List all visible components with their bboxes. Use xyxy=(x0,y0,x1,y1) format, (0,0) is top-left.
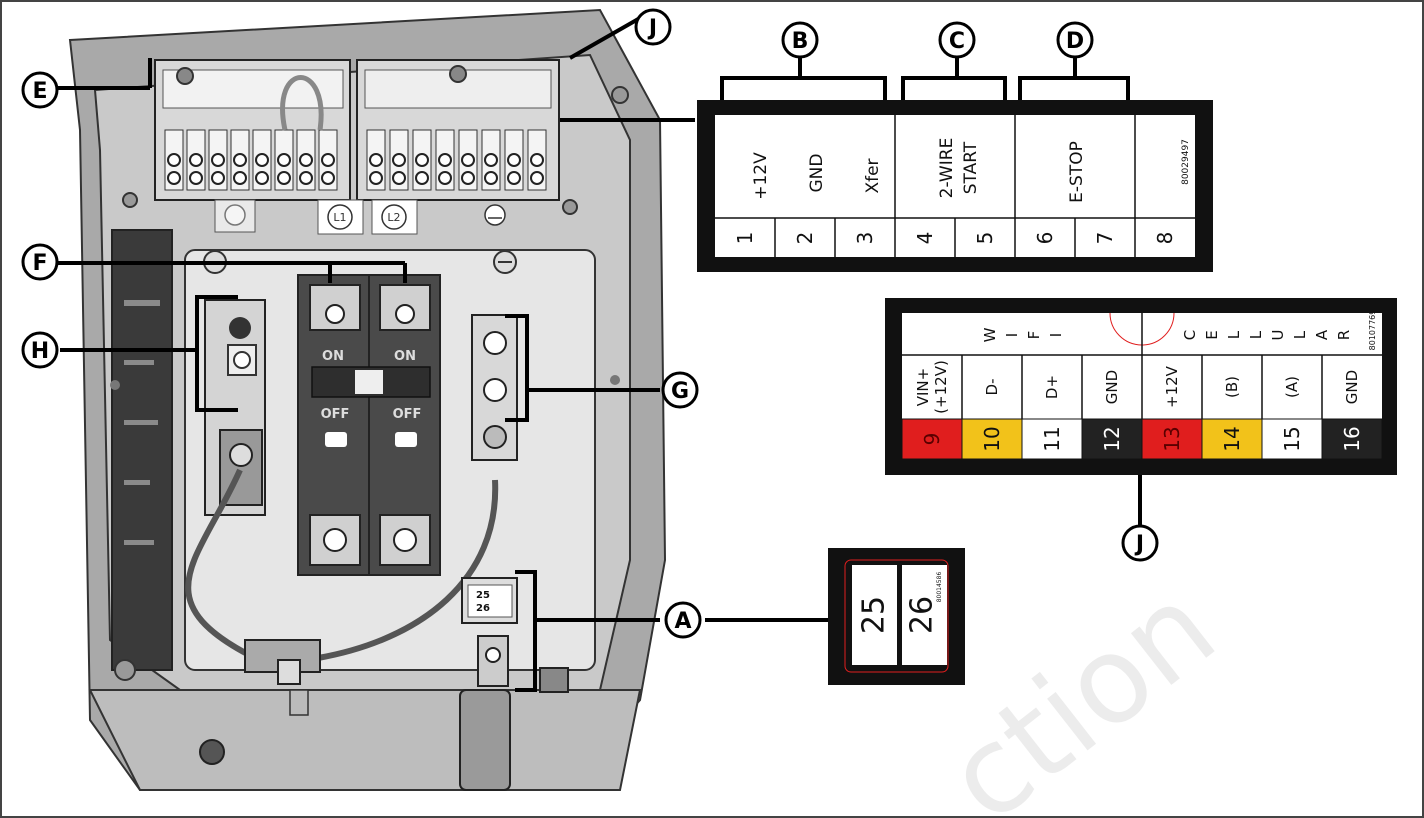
callout-d: D xyxy=(1056,21,1094,59)
callout-j-top: J xyxy=(634,8,672,46)
svg-text:E: E xyxy=(32,79,47,104)
svg-text:A: A xyxy=(674,609,691,634)
strip-2-part-number: 80107769 xyxy=(1368,310,1377,351)
strip-2-signal-14: (B) xyxy=(1223,376,1241,398)
strip-2-terminal-11: 11 xyxy=(1040,426,1064,451)
strip-2-signal-12: GND xyxy=(1103,370,1121,404)
breaker-toggle-handle[interactable] xyxy=(355,370,383,394)
svg-text:L: L xyxy=(1291,330,1309,339)
breaker-1-on-label: ON xyxy=(322,349,344,364)
callout-h: H xyxy=(21,331,59,369)
callout-markers: E J B C D F H G A J xyxy=(21,8,1159,639)
callout-f: F xyxy=(21,243,59,281)
strip-2-terminal-14: 14 xyxy=(1220,426,1244,451)
strip-2-terminal-15: 15 xyxy=(1280,426,1304,451)
strip-1-part-number: 80029497 xyxy=(1181,139,1191,185)
strip-2-terminal-10: 10 xyxy=(980,426,1004,451)
strip-2-terminal-cell-15 xyxy=(1261,418,1323,460)
control-panel-illustration: L1 L2 ON ON OFF OFF xyxy=(68,8,667,791)
svg-text:B: B xyxy=(792,29,809,54)
svg-text:L: L xyxy=(1225,330,1243,339)
strip-2-terminal-9: 9 xyxy=(920,433,944,446)
wire-right xyxy=(317,479,499,661)
strip-3-terminal-26: 26 xyxy=(905,596,940,634)
svg-text:H: H xyxy=(31,339,49,364)
strip-2-signal-11: D+ xyxy=(1043,375,1061,399)
breaker-2-on-label: ON xyxy=(394,349,416,364)
strip-1-terminal-4: 4 xyxy=(913,232,937,245)
side-module xyxy=(111,229,173,671)
strip-2-terminal-cell-14 xyxy=(1201,418,1263,460)
l2-label: L2 xyxy=(387,211,400,224)
breaker-1-off-label: OFF xyxy=(321,407,350,422)
plate-tb-25-label: 25 xyxy=(476,590,490,601)
svg-text:F: F xyxy=(32,251,47,276)
strip-2-terminal-13: 13 xyxy=(1160,426,1184,451)
svg-text:E: E xyxy=(1203,330,1221,339)
strip-1-terminal-3: 3 xyxy=(853,232,877,245)
l1-label: L1 xyxy=(333,211,346,224)
strip-2-signal-13: +12V xyxy=(1163,365,1181,408)
leader-lines xyxy=(55,16,1142,692)
svg-text:U: U xyxy=(1269,330,1287,341)
callout-e: E xyxy=(21,71,59,109)
strip-2-signal-16: GND xyxy=(1343,370,1361,404)
strip-2-signal-15: (A) xyxy=(1283,376,1301,398)
svg-text:D: D xyxy=(1066,29,1084,54)
strip-1-terminal-5: 5 xyxy=(973,232,997,245)
svg-text:I: I xyxy=(1003,333,1021,337)
svg-text:W: W xyxy=(981,327,999,342)
terminal-strip-9-16: VIN+(+12V) D- D+ GND +12V (B) (A) GND 9 10 11 12 13 1… xyxy=(885,298,1397,475)
wire-left xyxy=(185,468,257,661)
strip-2-terminal-cell-11 xyxy=(1021,418,1083,460)
strip-2-terminal-cell-12 xyxy=(1081,418,1143,460)
strip-1-group-gnd: GND xyxy=(807,154,827,193)
strip-2-terminal-16: 16 xyxy=(1340,426,1364,451)
svg-text:A: A xyxy=(1313,329,1331,340)
callout-g: G xyxy=(661,371,699,409)
svg-text:G: G xyxy=(671,379,689,404)
strip-2-terminal-cell-10 xyxy=(961,418,1023,460)
callout-c: C xyxy=(938,21,976,59)
strip-3-terminal-25: 25 xyxy=(857,596,892,634)
svg-text:J: J xyxy=(647,16,657,41)
strip-1-terminal-2: 2 xyxy=(793,232,817,245)
terminal-strip-25-26: 25 26 80014586 xyxy=(828,548,965,685)
svg-text:F: F xyxy=(1025,331,1043,340)
strip-3-part-number: 80014586 xyxy=(936,572,943,603)
strip-1-terminal-6: 6 xyxy=(1033,232,1057,245)
strip-1-group-xfer: Xfer xyxy=(863,158,883,193)
strip-1-group-estop: E-STOP xyxy=(1067,141,1087,203)
svg-text:C: C xyxy=(949,29,965,54)
callout-b: B xyxy=(781,21,819,59)
strip-2-signal-9: VIN+(+12V) xyxy=(914,360,950,414)
callout-j-bottom: J xyxy=(1121,524,1159,562)
strip-2-signal-10: D- xyxy=(983,379,1001,396)
strip-1-terminal-7: 7 xyxy=(1093,232,1117,245)
strip-1-terminal-1: 1 xyxy=(733,232,757,245)
terminal-screws xyxy=(164,129,547,191)
strip-2-terminal-12: 12 xyxy=(1100,426,1124,451)
strip-1-group-12v: +12V xyxy=(751,152,771,200)
strip-1-terminal-8: 8 xyxy=(1153,232,1177,245)
svg-text:J: J xyxy=(1134,532,1144,557)
breaker-2-off-label: OFF xyxy=(393,407,422,422)
svg-text:L: L xyxy=(1247,330,1265,339)
strip-2-terminal-cell-16 xyxy=(1321,418,1383,460)
callout-a: A xyxy=(664,601,702,639)
svg-text:C: C xyxy=(1181,330,1199,340)
plate-tb-26-label: 26 xyxy=(476,603,490,614)
circuit-breaker-double: ON ON OFF OFF xyxy=(297,274,441,576)
svg-text:I: I xyxy=(1047,333,1065,337)
svg-text:R: R xyxy=(1335,330,1353,340)
